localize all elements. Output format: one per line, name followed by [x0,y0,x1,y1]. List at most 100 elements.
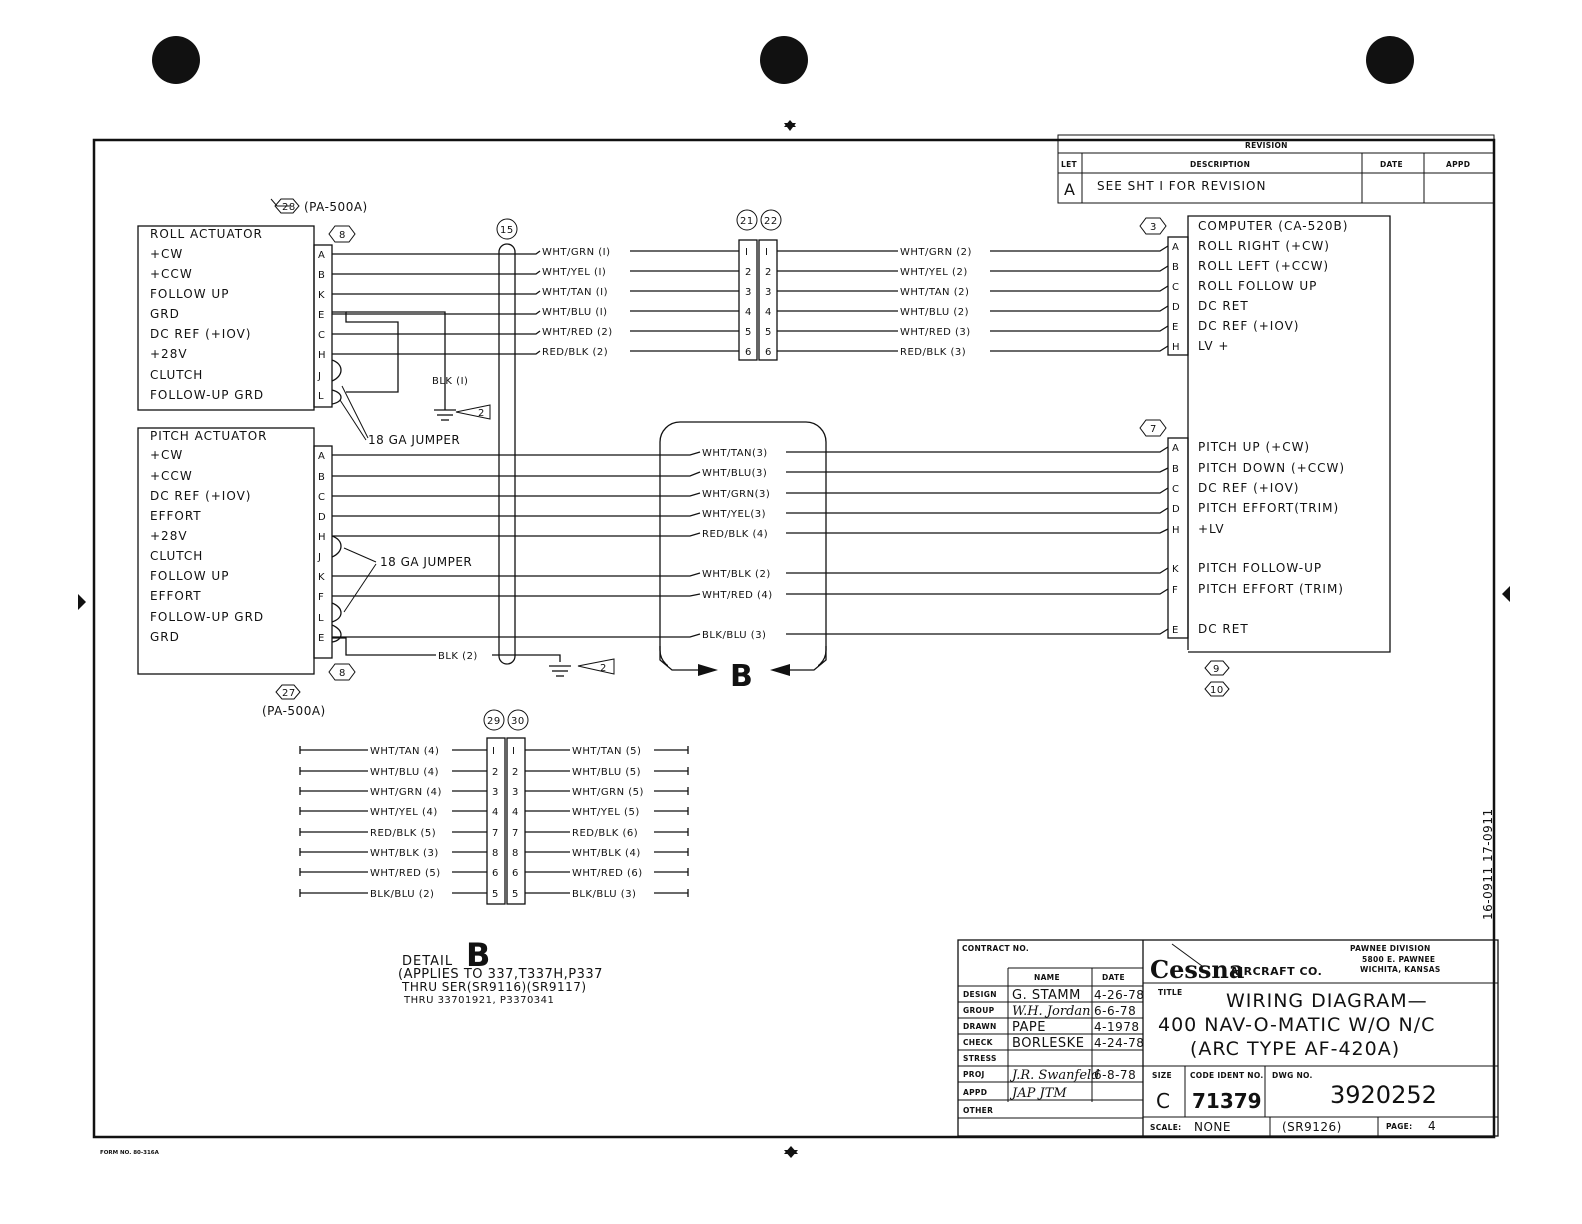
title-row-role: GROUP [963,1006,995,1015]
detail-wire-label: RED/BLK (5) [370,828,436,839]
revision-header: REVISION [1245,141,1288,150]
roll-actuator-conn: 8 [339,230,346,241]
roll-wire-label: WHT/RED (3) [900,327,971,338]
revision-letter: A [1064,180,1075,199]
detail-pin-29: 2 [492,767,499,778]
pitch-pin-letter: J [317,552,321,563]
title-row-name: BORLESKE [1012,1036,1084,1051]
title-row-name: PAPE [1012,1020,1046,1035]
detail-b-caption: DETAIL B (APPLIES TO 337,T337H,P337 THRU… [398,936,602,1006]
pitch-actuator-title: PITCH ACTUATOR [150,429,268,443]
roll-pin-label: +CW [150,247,183,261]
roll-wire-group: WHT/GRN (I)WHT/GRN (2)WHT/YEL (I)WHT/YEL… [332,245,1169,358]
scale-label: SCALE: [1150,1123,1181,1132]
computer-pin-letter: C [1172,282,1179,293]
pitch-pin-label: FOLLOW-UP GRD [150,610,264,624]
pitch-wire-segment [332,512,701,517]
dwg-no-value: 3920252 [1330,1081,1437,1109]
detail-wire-label: WHT/BLU (5) [572,767,641,778]
bundle-ref: 15 [500,225,514,236]
connector-pin-21: I [745,247,748,258]
roll-actuator-conn-hex [328,225,356,243]
roll-pin-letter: A [318,250,325,261]
computer-pin-letter: B [1172,262,1179,273]
roll-pin-letter: B [318,270,325,281]
title-row-role: CHECK [963,1038,994,1047]
detail-pin-30: I [512,746,515,757]
pitch-pin-letter: A [318,451,325,462]
roll-pin-label: CLUTCH [150,368,203,382]
computer-pin-label: LV + [1198,339,1229,353]
computer-pin-letter: F [1172,585,1178,596]
roll-pin-label: GRD [150,307,180,321]
computer-ref-10: 10 [1210,685,1224,696]
code-ident-value: 71379 [1192,1089,1262,1113]
computer-pin-letter: H [1172,342,1180,353]
pitch-ground-wiring: 18 GA JUMPER 2 BLK (2) [331,535,615,677]
detail-pin-29: 4 [492,807,499,818]
title-row-name: G. STAMM [1012,988,1081,1003]
roll-actuator-title: ROLL ACTUATOR [150,227,263,241]
roll-pin-letter: J [317,371,321,382]
title-label: TITLE [1158,988,1182,997]
connector-ref-21: 21 [740,216,754,227]
roll-ground-wiring: 2 BLK (I) 18 GA JUMPER [331,311,491,447]
center-mark-right [1502,586,1510,602]
detail-caption-letter: B [466,936,489,974]
roll-wire-segment [990,245,1169,252]
connector-pin-22: 3 [765,287,772,298]
company-suffix: AIRCRAFT CO. [1230,965,1322,978]
roll-wire-segment [990,325,1169,332]
roll-wire-segment [332,330,541,335]
computer-pin-label: DC RET [1198,622,1249,636]
division-line-3: WICHITA, KANSAS [1360,965,1441,974]
page-value: 4 [1428,1119,1436,1133]
detail-wire-label: WHT/RED (5) [370,868,441,879]
detail-note-3: THRU 33701921, P3370341 [403,995,554,1006]
detail-wire-label: BLK/BLU (2) [370,889,434,900]
roll-pin-letter: H [318,350,326,361]
title-row-role: PROJ [963,1070,985,1079]
computer-pin-label: DC REF (+IOV) [1198,481,1299,495]
detail-pin-29: 3 [492,787,499,798]
pitch-wire-segment [786,487,1169,494]
detail-pin-29: I [492,746,495,757]
harness-bundle: 15 [496,218,518,665]
pitch-pin-letter: C [318,492,325,503]
computer-pin-label: ROLL FOLLOW UP [1198,279,1317,293]
connector-pin-21: 2 [745,267,752,278]
computer-pin-label: ROLL RIGHT (+CW) [1198,239,1330,253]
roll-note-flag-triangle [455,404,491,420]
connector-pin-22: 2 [765,267,772,278]
pitch-wire-segment [786,588,1169,595]
drawing-title-2: 400 NAV-O-MATIC W/O N/C [1158,1014,1435,1036]
roll-wire-segment [990,305,1169,312]
roll-wire-segment [990,345,1169,352]
computer-pin-label: PITCH EFFORT(TRIM) [1198,501,1339,515]
scale-value: NONE [1194,1120,1231,1134]
detail-wire-label: BLK/BLU (3) [572,889,636,900]
pitch-note-flag-triangle [577,658,615,675]
computer-title: COMPUTER (CA-520B) [1198,219,1348,233]
detail-b-loop: B [659,421,827,694]
computer-pin-letter: A [1172,443,1179,454]
roll-wire-segment [332,250,541,255]
drawing-title-3: (ARC TYPE AF-420A) [1190,1038,1400,1060]
computer-pin-label: PITCH UP (+CW) [1198,440,1310,454]
pitch-pin-letter: K [318,572,325,583]
computer-pin-label: PITCH DOWN (+CCW) [1198,461,1345,475]
roll-pin-label: +28V [150,347,188,361]
detail-pin-29: 7 [492,828,499,839]
detail-wire-label: WHT/BLK (4) [572,848,641,859]
roll-blk-label: BLK (I) [432,376,468,387]
computer-pin-letter: C [1172,484,1179,495]
pitch-wire-segment [786,528,1169,534]
connector-pin-21: 5 [745,327,752,338]
pitch-wire-label: WHT/GRN(3) [702,489,770,500]
pitch-wire-label: WHT/YEL(3) [702,509,766,520]
detail-pin-30: 2 [512,767,519,778]
binder-hole-center [760,36,808,84]
pitch-pin-label: +CCW [150,469,193,483]
